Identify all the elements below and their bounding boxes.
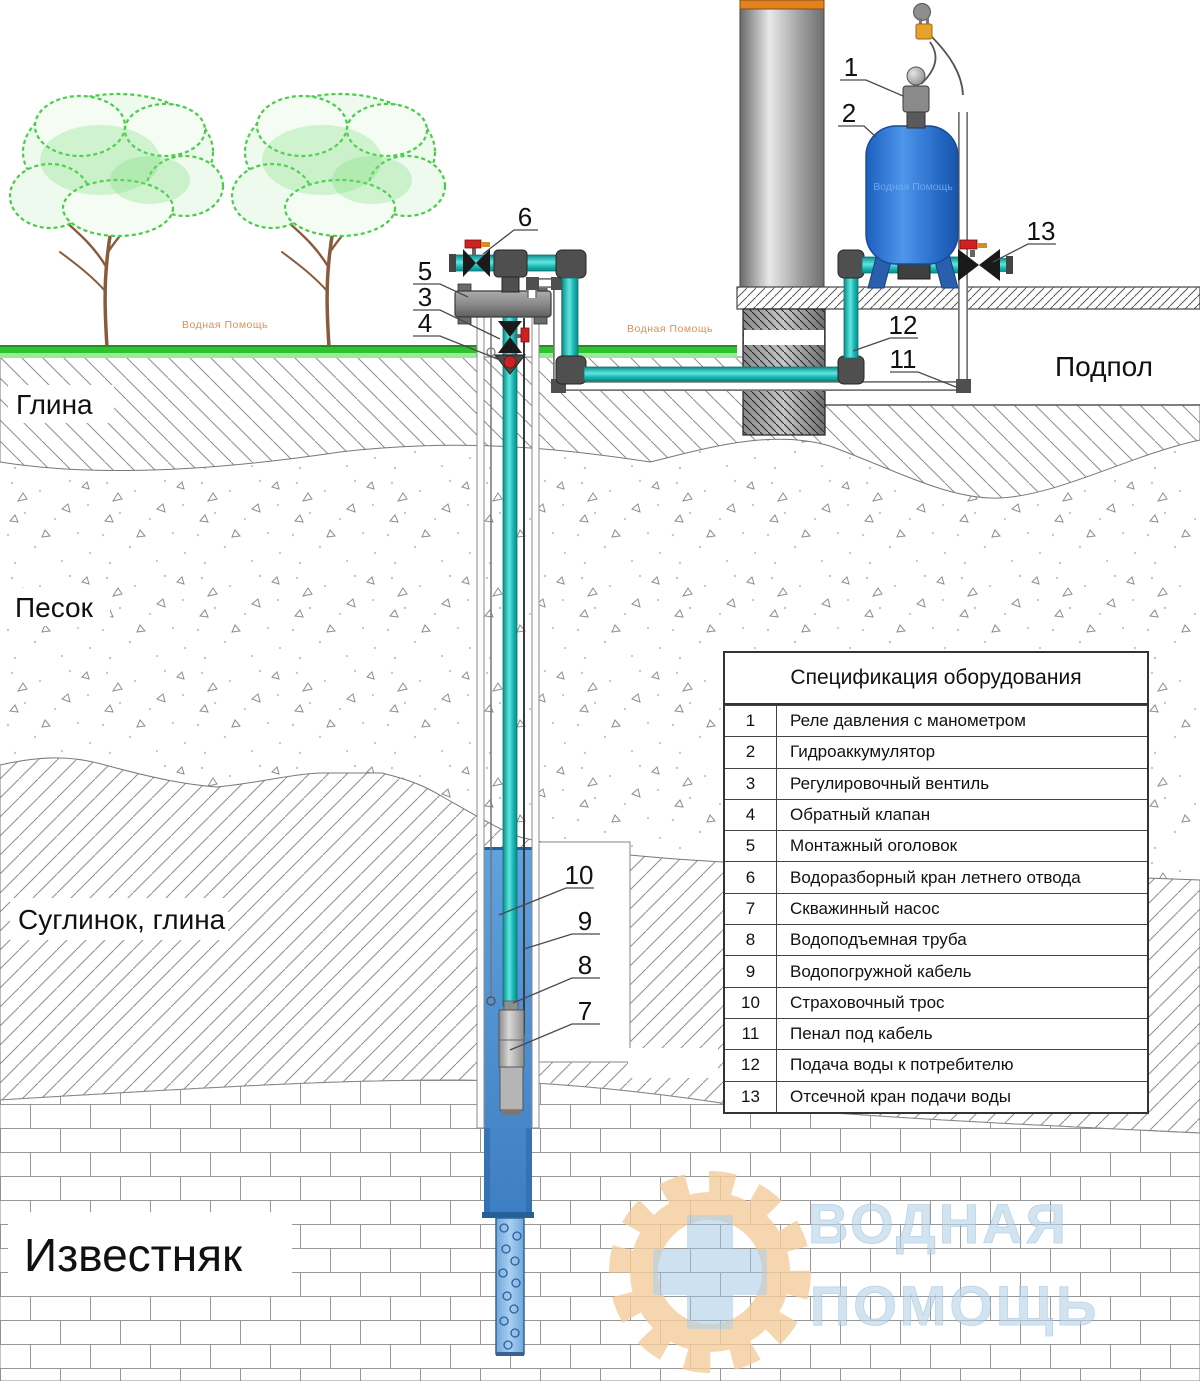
- cable-conduit: [526, 112, 971, 393]
- table-row: 13 Отсечной кран подачи воды: [725, 1080, 1147, 1112]
- callout-box-foot: [628, 1048, 718, 1078]
- gear-icon: [609, 1171, 811, 1373]
- grass-strip: [0, 345, 737, 358]
- casing-wall-left: [476, 315, 485, 1129]
- tank-watermark: Водная Помощь: [873, 181, 953, 193]
- floor-slab: [736, 286, 1200, 310]
- label-cellar: Подпол: [1055, 351, 1153, 382]
- socket-icon: [913, 3, 931, 21]
- label-loam: Суглинок, глина: [18, 904, 226, 935]
- spec-table-title: Спецификация оборудования: [725, 653, 1147, 705]
- pressure-gauge-icon: [906, 66, 926, 86]
- borehole-pump: [498, 1000, 525, 1115]
- label-clay: Глина: [16, 389, 93, 420]
- callout-4: 4: [418, 308, 432, 338]
- logo-text-2: ПОМОЩЬ: [810, 1274, 1099, 1337]
- table-row: 11 Пенал под кабель: [725, 1017, 1147, 1050]
- riser-pipe: [502, 315, 518, 1007]
- table-row: 7 Скважинный насос: [725, 892, 1147, 925]
- cross-icon: [653, 1215, 767, 1329]
- limestone-layer: [0, 1079, 1200, 1381]
- tee-fitting: [493, 249, 528, 278]
- label-limestone: Известняк: [24, 1229, 243, 1281]
- callout-9: 9: [578, 906, 592, 936]
- check-valve: [493, 354, 527, 375]
- table-row: 9 Водопогружной кабель: [725, 955, 1147, 987]
- hydroaccumulator: Водная Помощь: [865, 107, 959, 289]
- leader-lines: [413, 79, 1056, 1051]
- watermark-small: Водная Помощь: [182, 319, 268, 331]
- table-row: 2 Гидроаккумулятор: [725, 736, 1147, 768]
- callout-2: 2: [842, 98, 856, 128]
- callout-1: 1: [844, 52, 858, 82]
- shutoff-valve: [958, 239, 1000, 281]
- spec-table: Спецификация оборудования 1 Реле давлени…: [723, 651, 1149, 1114]
- label-sand: Песок: [15, 592, 94, 623]
- layer-labels: Глина Песок Суглинок, глина Известняк По…: [8, 351, 1153, 1296]
- logo-text-1: ВОДНАЯ: [808, 1192, 1069, 1255]
- well: [454, 283, 552, 1356]
- callout-6: 6: [518, 202, 532, 232]
- table-row: 5 Монтажный оголовок: [725, 830, 1147, 862]
- supply-riser: [843, 275, 859, 359]
- table-row: 3 Регулировочный вентиль: [725, 767, 1147, 799]
- table-row: 1 Реле давления с манометром: [725, 705, 1147, 737]
- perforated-filter: [495, 1217, 525, 1356]
- callout-13: 13: [1027, 216, 1056, 246]
- callout-7: 7: [578, 996, 592, 1026]
- callout-5: 5: [418, 256, 432, 286]
- table-row: 6 Водоразборный кран летнего отвода: [725, 861, 1147, 893]
- table-row: 10 Страховочный трос: [725, 986, 1147, 1018]
- table-row: 8 Водоподъемная труба: [725, 924, 1147, 956]
- wall-cap: [739, 0, 825, 10]
- tree: [8, 92, 225, 349]
- plug-icon: [915, 23, 933, 40]
- elbow-fitting: [555, 249, 587, 279]
- callout-8: 8: [578, 950, 592, 980]
- watermark-small: Водная Помощь: [627, 323, 713, 335]
- callout-3: 3: [418, 282, 432, 312]
- callout-12: 12: [889, 310, 918, 340]
- summer-tap-valve: [463, 239, 490, 277]
- pressure-relay: [902, 66, 930, 113]
- casing-wall-right: [531, 315, 540, 1129]
- table-row: 4 Обратный клапан: [725, 798, 1147, 831]
- regulating-valve: [498, 321, 530, 353]
- callout-11: 11: [890, 344, 917, 374]
- brand-logo: ВОДНАЯ ПОМОЩЬ: [609, 1171, 1099, 1373]
- callout-numbers: 1 2 6 5 3 4 13 12 11 10 9 8 7: [418, 52, 1056, 1026]
- table-row: 12 Подача воды к потребителю: [725, 1049, 1147, 1081]
- callout-10: 10: [565, 860, 594, 890]
- power-plug: [913, 3, 964, 96]
- house-wall: [739, 0, 825, 288]
- callout-box: [536, 841, 631, 1063]
